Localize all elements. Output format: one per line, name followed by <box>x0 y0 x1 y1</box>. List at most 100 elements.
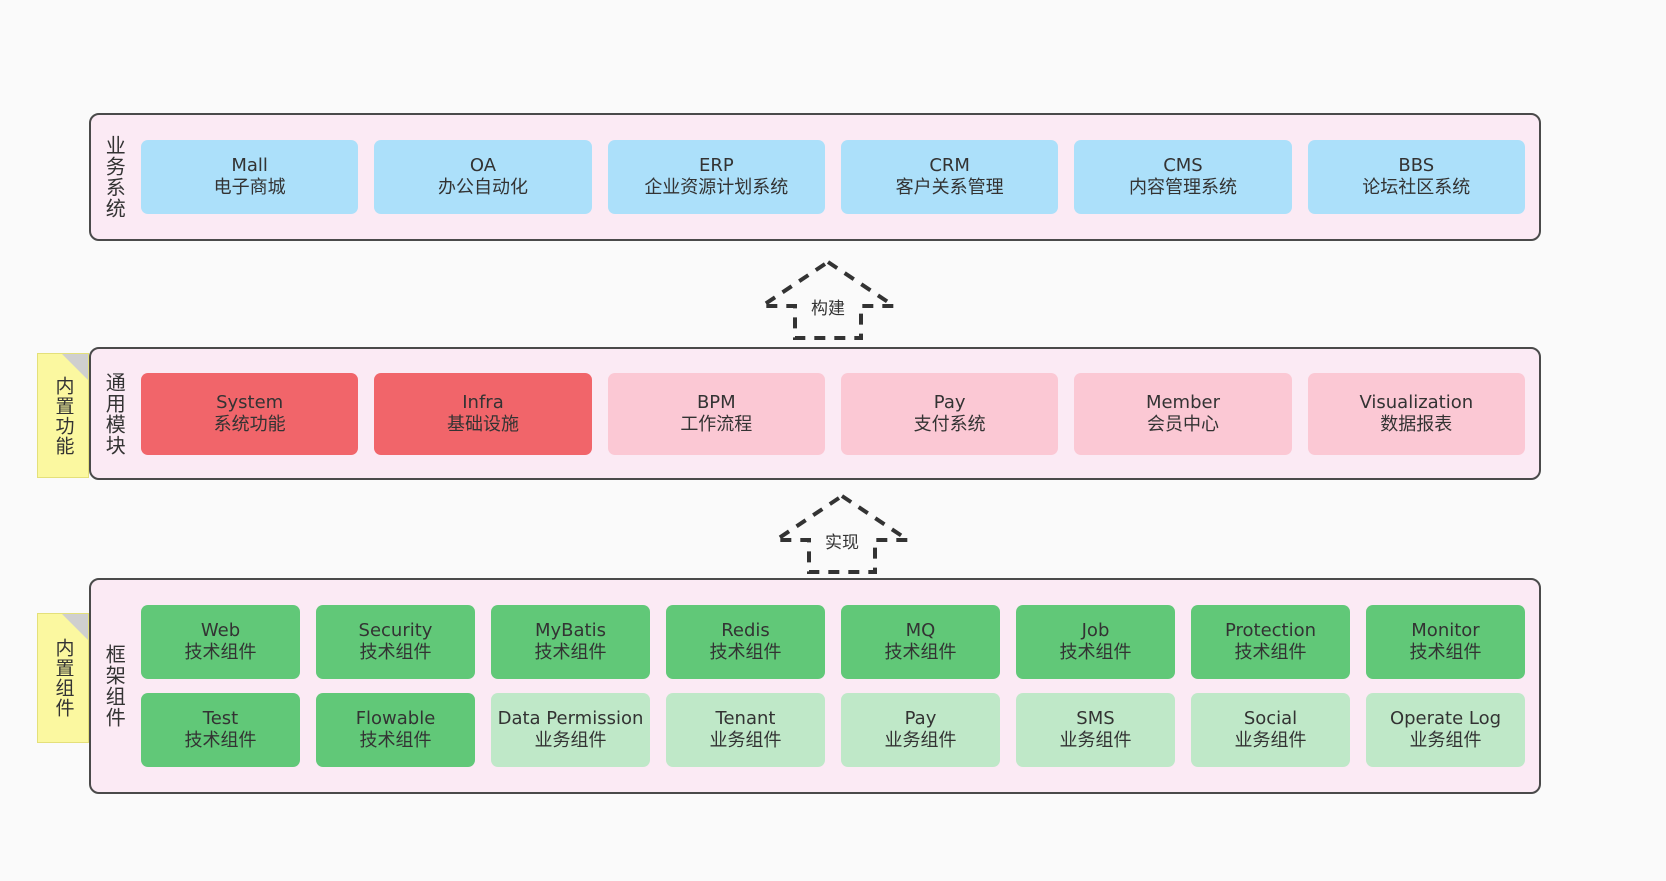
cell-title-en: Operate Log <box>1389 708 1502 730</box>
cell-title-en: Redis <box>721 620 770 642</box>
note-builtin-features-label: 内置功能 <box>52 375 75 456</box>
cell-title-cn: 技术组件 <box>359 730 432 751</box>
cell-title-cn: 支付系统 <box>913 413 986 435</box>
cell-title-cn: 业务组件 <box>1409 730 1482 751</box>
cell-title-cn: 业务组件 <box>534 730 607 751</box>
cell-title-cn: 技术组件 <box>1059 642 1132 663</box>
cell-title-en: Tenant <box>715 708 776 730</box>
cell-title-en: Protection <box>1224 620 1317 642</box>
cell-title-cn: 技术组件 <box>709 642 782 663</box>
cell-title-cn: 业务组件 <box>709 730 782 751</box>
cell-title-cn: 内容管理系统 <box>1128 177 1237 198</box>
connector-build: 构建 <box>757 258 899 342</box>
cell-title-en: Job <box>1081 620 1110 642</box>
cell-title-en: System <box>216 391 284 413</box>
layer-title-modules: 通用模块 <box>102 371 127 456</box>
cell-title-en: Mall <box>231 155 268 177</box>
cell-title-en: Web <box>200 620 241 642</box>
note-builtin-components: 内置组件 <box>37 613 89 743</box>
cell-title-cn: 业务组件 <box>1234 730 1307 751</box>
cell-title-en: Flowable <box>355 708 436 730</box>
note-builtin-features: 内置功能 <box>37 353 89 478</box>
cell-title-en: MQ <box>905 620 936 642</box>
cell-title-cn: 基础设施 <box>446 413 519 435</box>
cell-title-cn: 系统功能 <box>213 413 286 435</box>
cell-title-en: Monitor <box>1411 620 1480 642</box>
cell-title-cn: 客户关系管理 <box>895 177 1004 198</box>
cell-title-cn: 办公自动化 <box>437 177 528 198</box>
layer-title-framework: 框架组件 <box>102 644 127 728</box>
connector-implement: 实现 <box>771 492 913 576</box>
cell-title-cn: 工作流程 <box>680 413 753 435</box>
cell-title-en: ERP <box>698 155 734 177</box>
cell-title-en: SMS <box>1076 708 1115 730</box>
cell-title-en: Member <box>1145 391 1220 413</box>
cell-title-en: BBS <box>1398 155 1435 177</box>
cell-title-cn: 业务组件 <box>884 730 957 751</box>
cell-title-en: Pay <box>933 391 966 413</box>
cell-title-en: Security <box>358 620 433 642</box>
cell-title-en: Test <box>202 708 239 730</box>
connector-build-label: 构建 <box>811 299 845 319</box>
cell-title-cn: 论坛社区系统 <box>1362 177 1471 198</box>
cell-title-en: Infra <box>462 391 504 413</box>
cell-title-en: Data Permission <box>497 708 644 730</box>
cell-title-en: OA <box>469 155 497 177</box>
connector-implement-label: 实现 <box>825 533 859 553</box>
cell-title-en: CMS <box>1163 155 1203 177</box>
cell-title-en: Social <box>1243 708 1298 730</box>
cell-title-cn: 业务组件 <box>1059 730 1132 751</box>
cell-title-cn: 会员中心 <box>1146 413 1219 435</box>
cell-title-en: Visualization <box>1359 391 1474 413</box>
cell-title-cn: 技术组件 <box>1234 642 1307 663</box>
cell-title-cn: 技术组件 <box>184 642 257 663</box>
cell-title-cn: 技术组件 <box>884 642 957 663</box>
cell-title-cn: 数据报表 <box>1380 413 1453 435</box>
cell-title-en: MyBatis <box>535 620 606 642</box>
cell-title-cn: 技术组件 <box>534 642 607 663</box>
cell-title-cn: 企业资源计划系统 <box>644 177 789 198</box>
cell-title-cn: 技术组件 <box>1409 642 1482 663</box>
layer-title-business: 业务系统 <box>102 135 127 219</box>
cell-title-cn: 技术组件 <box>184 730 257 751</box>
